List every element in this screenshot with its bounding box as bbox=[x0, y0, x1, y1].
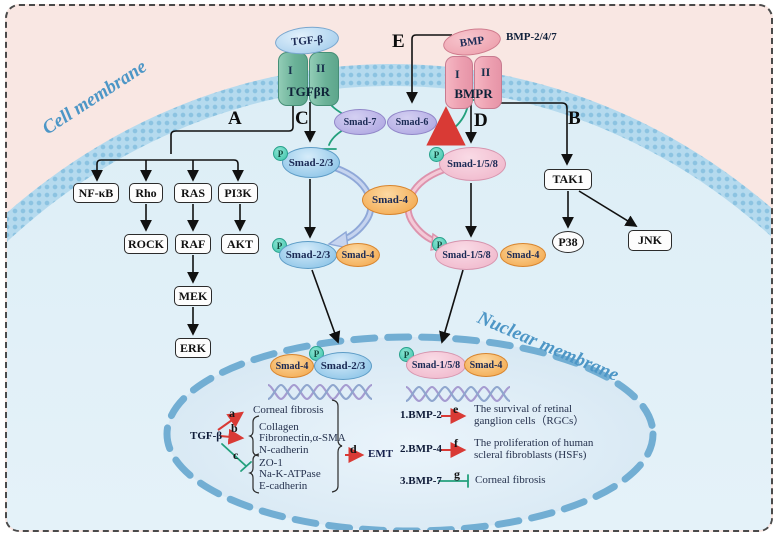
nfkb-box: NF-κB bbox=[73, 183, 119, 203]
bmp7-outcome-line1: Corneal fibrosis bbox=[475, 474, 546, 486]
black-arrows bbox=[91, 34, 638, 344]
tgfbr-label: TGFβR bbox=[287, 84, 330, 99]
branch-letter-c: C bbox=[295, 108, 309, 129]
branch-letter-a: A bbox=[228, 108, 242, 129]
bmpr-type2-cylinder bbox=[474, 56, 502, 109]
bmpr-type1-label: I bbox=[455, 67, 460, 81]
effect-letter-c: c bbox=[233, 448, 239, 462]
effect-letter-a: a bbox=[229, 406, 235, 420]
smad4-complex-node: Smad-4 bbox=[500, 243, 546, 267]
rock-box: ROCK bbox=[124, 234, 168, 254]
bmpr-type1-cylinder bbox=[445, 56, 473, 109]
akt-box: AKT bbox=[221, 234, 259, 254]
effect-letter-b: b bbox=[231, 421, 238, 435]
phospho-badge: P bbox=[273, 146, 288, 161]
smad6-node: Smad-6 bbox=[387, 110, 437, 135]
bmp4-outcome-line2: scleral fibroblasts (HSFs) bbox=[474, 449, 587, 461]
smad23-nuclear-node: Smad-2/3 bbox=[314, 352, 372, 380]
branch-letter-d: D bbox=[474, 110, 488, 131]
tgf-outcome-source: TGF-β bbox=[190, 430, 223, 442]
tak1-box: TAK1 bbox=[544, 169, 592, 190]
jnk-box: JNK bbox=[628, 230, 672, 251]
effect-letter-g: g bbox=[454, 467, 460, 481]
tgfbr-type2-label: II bbox=[316, 61, 326, 75]
effect-letter-e: e bbox=[453, 402, 459, 416]
branch-letter-b: B bbox=[568, 108, 581, 129]
raf-box: RAF bbox=[175, 234, 211, 254]
braces bbox=[248, 399, 343, 494]
erk-box: ERK bbox=[175, 338, 211, 358]
smad4-complex-node: Smad-4 bbox=[336, 243, 380, 267]
bmp7-source: 3.BMP-7 bbox=[400, 475, 442, 487]
rho-box: Rho bbox=[129, 183, 163, 203]
bmp4-outcome-line1: The proliferation of human bbox=[474, 437, 594, 449]
effect-letter-f: f bbox=[454, 436, 458, 450]
activation-arrows bbox=[217, 106, 467, 463]
smad7-node: Smad-7 bbox=[334, 109, 386, 135]
tgfbr-type1-label: I bbox=[288, 63, 293, 77]
emt-label: EMT bbox=[368, 448, 394, 460]
smad4-nuclear-node: Smad-4 bbox=[464, 353, 508, 377]
mek-box: MEK bbox=[174, 286, 212, 306]
upregulated-item: N-cadherin bbox=[259, 444, 309, 456]
effect-letter-d: d bbox=[350, 442, 357, 456]
bmp2-source: 1.BMP-2 bbox=[400, 409, 442, 421]
smad158-complex-node: Smad-1/5/8 bbox=[435, 240, 498, 270]
smad158-node: Smad-1/5/8 bbox=[439, 147, 506, 181]
smad158-nuclear-node: Smad-1/5/8 bbox=[406, 351, 466, 379]
bmp2-outcome-line2: ganglion cells（RGCs） bbox=[474, 415, 585, 427]
bmpr-type2-label: II bbox=[481, 65, 491, 79]
downregulated-item: ZO-1 bbox=[259, 457, 283, 469]
tgfbr-type2-cylinder bbox=[309, 52, 339, 106]
upregulated-item: Collagen bbox=[259, 421, 299, 433]
smad4-node: Smad-4 bbox=[362, 185, 418, 215]
bmp2-outcome-line1: The survival of retinal bbox=[474, 403, 573, 415]
tgfbr-type1-cylinder bbox=[278, 52, 308, 106]
figure-border: Cell membrane Nuclear membrane I II TGFβ… bbox=[5, 4, 773, 532]
bmp4-source: 2.BMP-4 bbox=[400, 443, 442, 455]
p38-node: P38 bbox=[552, 231, 584, 253]
branch-letter-e: E bbox=[392, 31, 405, 52]
smad23-node: Smad-2/3 bbox=[282, 147, 340, 178]
pi3k-box: PI3K bbox=[218, 183, 258, 203]
downregulated-item: Na-K-ATPase bbox=[259, 468, 321, 480]
upregulated-item: Fibronectin,α-SMA bbox=[259, 432, 346, 444]
nucleus bbox=[163, 333, 657, 530]
ras-box: RAS bbox=[174, 183, 212, 203]
bmpr-label: BMPR bbox=[454, 86, 493, 101]
smad4-nuclear-node: Smad-4 bbox=[270, 354, 314, 378]
downregulated-item: E-cadherin bbox=[259, 480, 308, 492]
bmp-types-label: BMP-2/4/7 bbox=[506, 31, 557, 43]
phospho-badge: P bbox=[429, 147, 444, 162]
smad23-complex-node: Smad-2/3 bbox=[279, 241, 337, 269]
tgf-outcome-a-text: Corneal fibrosis bbox=[253, 404, 324, 416]
dna-helix-icon bbox=[267, 383, 373, 401]
connector-layer bbox=[91, 34, 657, 530]
